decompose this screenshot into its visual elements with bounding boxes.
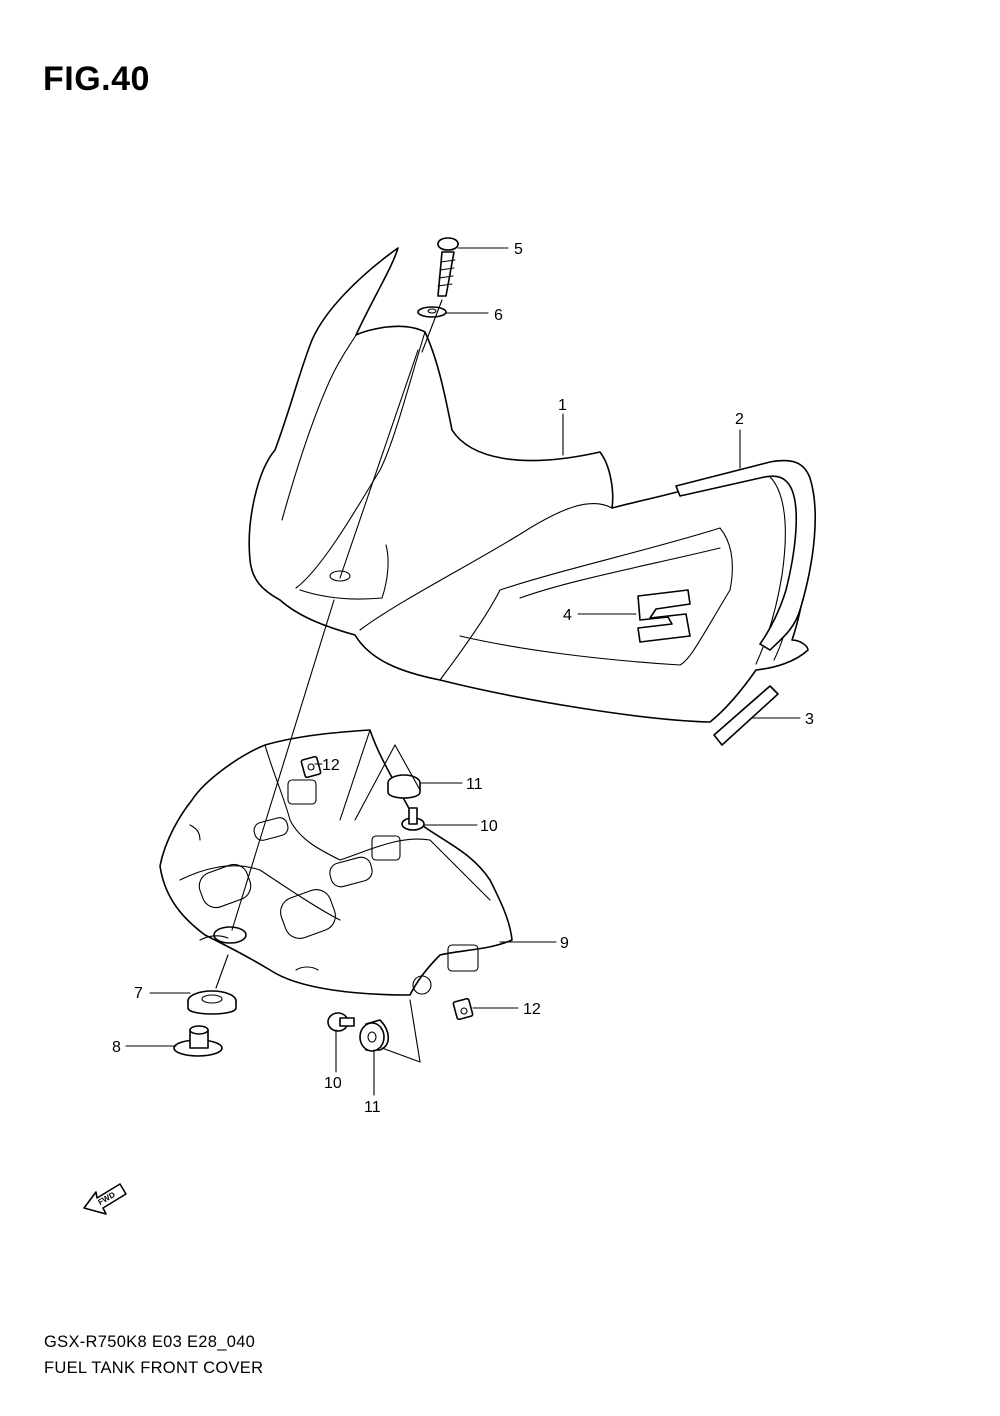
bolt-part-lower bbox=[327, 1012, 355, 1032]
callout-4: 4 bbox=[563, 607, 572, 624]
emblem-part bbox=[637, 589, 691, 643]
bolt-part-upper bbox=[401, 807, 425, 831]
callout-10-lower: 10 bbox=[324, 1075, 342, 1092]
callout-8: 8 bbox=[112, 1039, 121, 1056]
callout-labels: 1 2 3 4 5 6 7 8 9 10 10 11 11 12 12 bbox=[112, 241, 814, 1116]
nut-part-upper bbox=[300, 755, 322, 779]
callout-5: 5 bbox=[514, 241, 523, 258]
callout-3: 3 bbox=[805, 711, 814, 728]
bracket-part bbox=[159, 729, 513, 996]
nut-part-lower bbox=[452, 997, 474, 1021]
rubber-cushion-part-lower bbox=[359, 1019, 390, 1052]
grommet-part bbox=[187, 990, 237, 1015]
diagram-description: FUEL TANK FRONT COVER bbox=[44, 1359, 264, 1377]
washer-part bbox=[417, 306, 447, 318]
callout-11-upper: 11 bbox=[466, 776, 483, 793]
callout-2: 2 bbox=[735, 411, 744, 428]
assembly-lines bbox=[215, 299, 443, 1063]
model-code: GSX-R750K8 E03 E28_040 bbox=[44, 1333, 256, 1351]
callout-10-upper: 10 bbox=[480, 818, 498, 835]
leader-lines bbox=[125, 247, 801, 1096]
callout-11-lower: 11 bbox=[364, 1099, 381, 1116]
callout-12-lower: 12 bbox=[523, 1001, 541, 1018]
figure-title: FIG.40 bbox=[43, 60, 150, 98]
callout-6: 6 bbox=[494, 307, 503, 324]
fwd-arrow-icon: FWD bbox=[83, 1183, 127, 1215]
callout-12-upper: 12 bbox=[322, 757, 340, 774]
rubber-cushion-part-upper bbox=[387, 774, 421, 799]
callout-1: 1 bbox=[558, 397, 567, 414]
cushion-strip-part bbox=[675, 459, 816, 651]
collar-part bbox=[173, 1025, 223, 1057]
callout-7: 7 bbox=[134, 985, 143, 1002]
screw-part bbox=[437, 237, 459, 297]
callout-9: 9 bbox=[560, 935, 569, 952]
cushion-part bbox=[713, 685, 779, 746]
